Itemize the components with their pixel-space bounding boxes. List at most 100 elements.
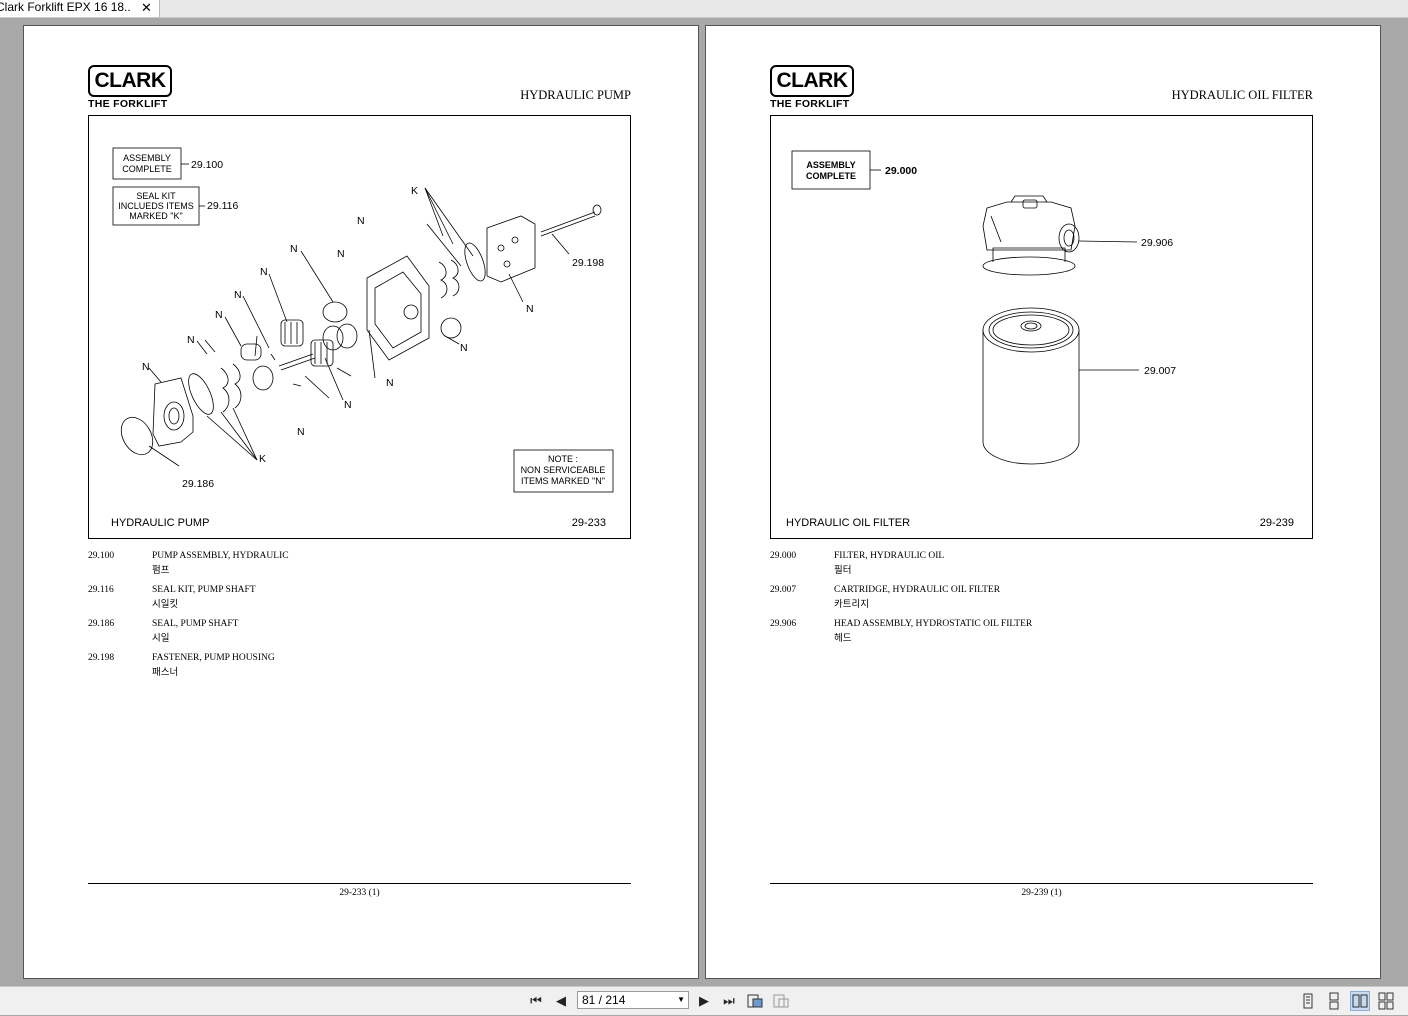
facing-view-icon[interactable]	[1350, 991, 1370, 1011]
part-number: 29.007	[770, 585, 797, 595]
assembly-box-line1: ASSEMBLY	[806, 160, 855, 170]
last-page-button[interactable]: ⏭	[723, 993, 735, 1008]
callout-n: N	[460, 342, 468, 354]
filter-head-base	[982, 256, 1076, 276]
callout-n: N	[142, 361, 150, 373]
callout-n: N	[344, 399, 352, 411]
seal-box-line2: INCLUEDS ITEMS	[118, 201, 194, 211]
parts-list: 29.100 PUMP ASSEMBLY, HYDRAULIC 펌프 29.11…	[88, 549, 628, 685]
footer-divider	[88, 883, 631, 884]
hydraulic-pump-figure: ASSEMBLY COMPLETE 29.100 SEAL KIT INCLUE…	[88, 115, 631, 539]
page-left: CLARK THE FORKLIFT HYDRAULIC PUMP	[23, 25, 699, 979]
footer-divider	[770, 883, 1313, 884]
rear-cover-shape	[486, 215, 536, 283]
pump-exploded-diagram: ASSEMBLY COMPLETE 29.100 SEAL KIT INCLUE…	[112, 147, 614, 493]
dropdown-arrow-icon: ▼	[677, 995, 685, 1004]
figure-caption: HYDRAULIC PUMP	[111, 517, 210, 529]
part-description: HEAD ASSEMBLY, HYDROSTATIC OIL FILTER	[834, 619, 1033, 629]
assembly-ref: 29.100	[191, 159, 223, 171]
tab-bar: Clark Forklift EPX 16 18... ✕	[0, 0, 1408, 18]
part-description: FASTENER, PUMP HOUSING	[152, 653, 275, 663]
callout-n: N	[337, 248, 345, 260]
oil-filter-figure: ASSEMBLY COMPLETE 29.000 29.906 29.007 H…	[770, 115, 1313, 539]
assembly-box	[791, 150, 871, 190]
logo-subtitle: THE FORKLIFT	[88, 98, 168, 110]
callout-n: N	[260, 266, 268, 278]
part-description: CARTRIDGE, HYDRAULIC OIL FILTER	[834, 585, 1001, 595]
page-heading: HYDRAULIC PUMP	[520, 88, 631, 102]
close-icon[interactable]: ✕	[141, 0, 152, 15]
note-box	[513, 449, 614, 493]
page-right: CLARK THE FORKLIFT HYDRAULIC OIL FILTER	[705, 25, 1381, 979]
parts-row: 29.000 FILTER, HYDRAULIC OIL 필터	[770, 549, 1310, 583]
tab-title: Clark Forklift EPX 16 18...	[0, 0, 130, 14]
navigation-toolbar: ⏮ ◀ 81 / 214 ▼ ▶ ⏭	[0, 986, 1408, 1015]
part-description-korean: 펌프	[152, 566, 170, 576]
callout-n: N	[290, 243, 298, 255]
part-description: SEAL, PUMP SHAFT	[152, 619, 239, 629]
part-description-korean: 필터	[834, 566, 852, 576]
end-cover-shape	[152, 377, 194, 447]
logo-subtitle: THE FORKLIFT	[770, 98, 850, 110]
assembly-box-line2: COMPLETE	[806, 171, 856, 181]
part-description: FILTER, HYDRAULIC OIL	[834, 551, 945, 561]
go-forward-view-icon[interactable]	[771, 991, 791, 1011]
part-number: 29.186	[88, 619, 115, 629]
first-page-button[interactable]: ⏮	[530, 993, 542, 1008]
logo-brand: CLARK	[770, 65, 854, 97]
continuous-view-icon[interactable]	[1324, 991, 1344, 1011]
part-description: SEAL KIT, PUMP SHAFT	[152, 585, 256, 595]
seal-ref: 29.116	[207, 200, 238, 212]
part-description-korean: 카트리지	[834, 600, 869, 610]
parts-row: 29.007 CARTRIDGE, HYDRAULIC OIL FILTER 카…	[770, 583, 1310, 617]
seal-box-line1: SEAL KIT	[136, 191, 176, 201]
callout-n: N	[215, 309, 223, 321]
part-number: 29.000	[770, 551, 797, 561]
assembly-box-line1: ASSEMBLY	[123, 153, 171, 163]
pump-housing-shape	[366, 255, 430, 361]
assembly-box-line2: COMPLETE	[122, 164, 172, 174]
shaft-seal-shape	[120, 416, 154, 456]
parts-list: 29.000 FILTER, HYDRAULIC OIL 필터 29.007 C…	[770, 549, 1310, 651]
part-number: 29.116	[88, 585, 114, 595]
assembly-box	[112, 147, 182, 180]
page-indicator: 81 / 214	[582, 993, 626, 1007]
callout-n: N	[386, 377, 394, 389]
ref-29-906: 29.906	[1141, 237, 1173, 249]
clark-logo: CLARK THE FORKLIFT	[88, 65, 172, 110]
callout-n: N	[297, 426, 305, 438]
part-description-korean: 패스너	[152, 668, 179, 678]
oil-filter-diagram: ASSEMBLY COMPLETE 29.000 29.906 29.007	[791, 150, 1176, 465]
seal-box-line3: MARKED "K"	[129, 211, 182, 221]
page-footer: 29-233 (1)	[339, 888, 380, 898]
note-line3: ITEMS MARKED "N"	[521, 476, 605, 486]
page-heading: HYDRAULIC OIL FILTER	[1171, 88, 1313, 102]
next-page-button[interactable]: ▶	[699, 993, 709, 1008]
parts-row: 29.186 SEAL, PUMP SHAFT 시일	[88, 617, 628, 651]
callout-n: N	[234, 289, 242, 301]
part-description-korean: 시일킷	[152, 600, 179, 610]
callout-k: K	[411, 185, 418, 197]
parts-row: 29.116 SEAL KIT, PUMP SHAFT 시일킷	[88, 583, 628, 617]
callout-n: N	[187, 334, 195, 346]
go-back-view-icon[interactable]	[745, 991, 765, 1011]
part-description-korean: 시일	[152, 634, 170, 644]
ref-29-007: 29.007	[1144, 365, 1176, 377]
parts-row: 29.198 FASTENER, PUMP HOUSING 패스너	[88, 651, 628, 685]
previous-page-button[interactable]: ◀	[556, 993, 566, 1008]
part-number: 29.100	[88, 551, 115, 561]
callout-k: K	[259, 453, 266, 465]
part-number: 29.198	[88, 653, 115, 663]
document-tab[interactable]: Clark Forklift EPX 16 18... ✕	[0, 0, 160, 17]
part-description-korean: 헤드	[834, 634, 852, 644]
continuous-facing-view-icon[interactable]	[1376, 991, 1396, 1011]
ref-29-198: 29.198	[572, 257, 604, 269]
callout-n: N	[357, 215, 365, 227]
page-number-select[interactable]: 81 / 214 ▼	[577, 991, 689, 1009]
ref-29-186: 29.186	[182, 478, 214, 490]
figure-number: 29-239	[1259, 517, 1294, 529]
logo-brand: CLARK	[88, 65, 172, 97]
note-line2: NON SERVICEABLE	[521, 465, 606, 475]
single-page-view-icon[interactable]	[1298, 991, 1318, 1011]
figure-caption: HYDRAULIC OIL FILTER	[786, 517, 911, 529]
